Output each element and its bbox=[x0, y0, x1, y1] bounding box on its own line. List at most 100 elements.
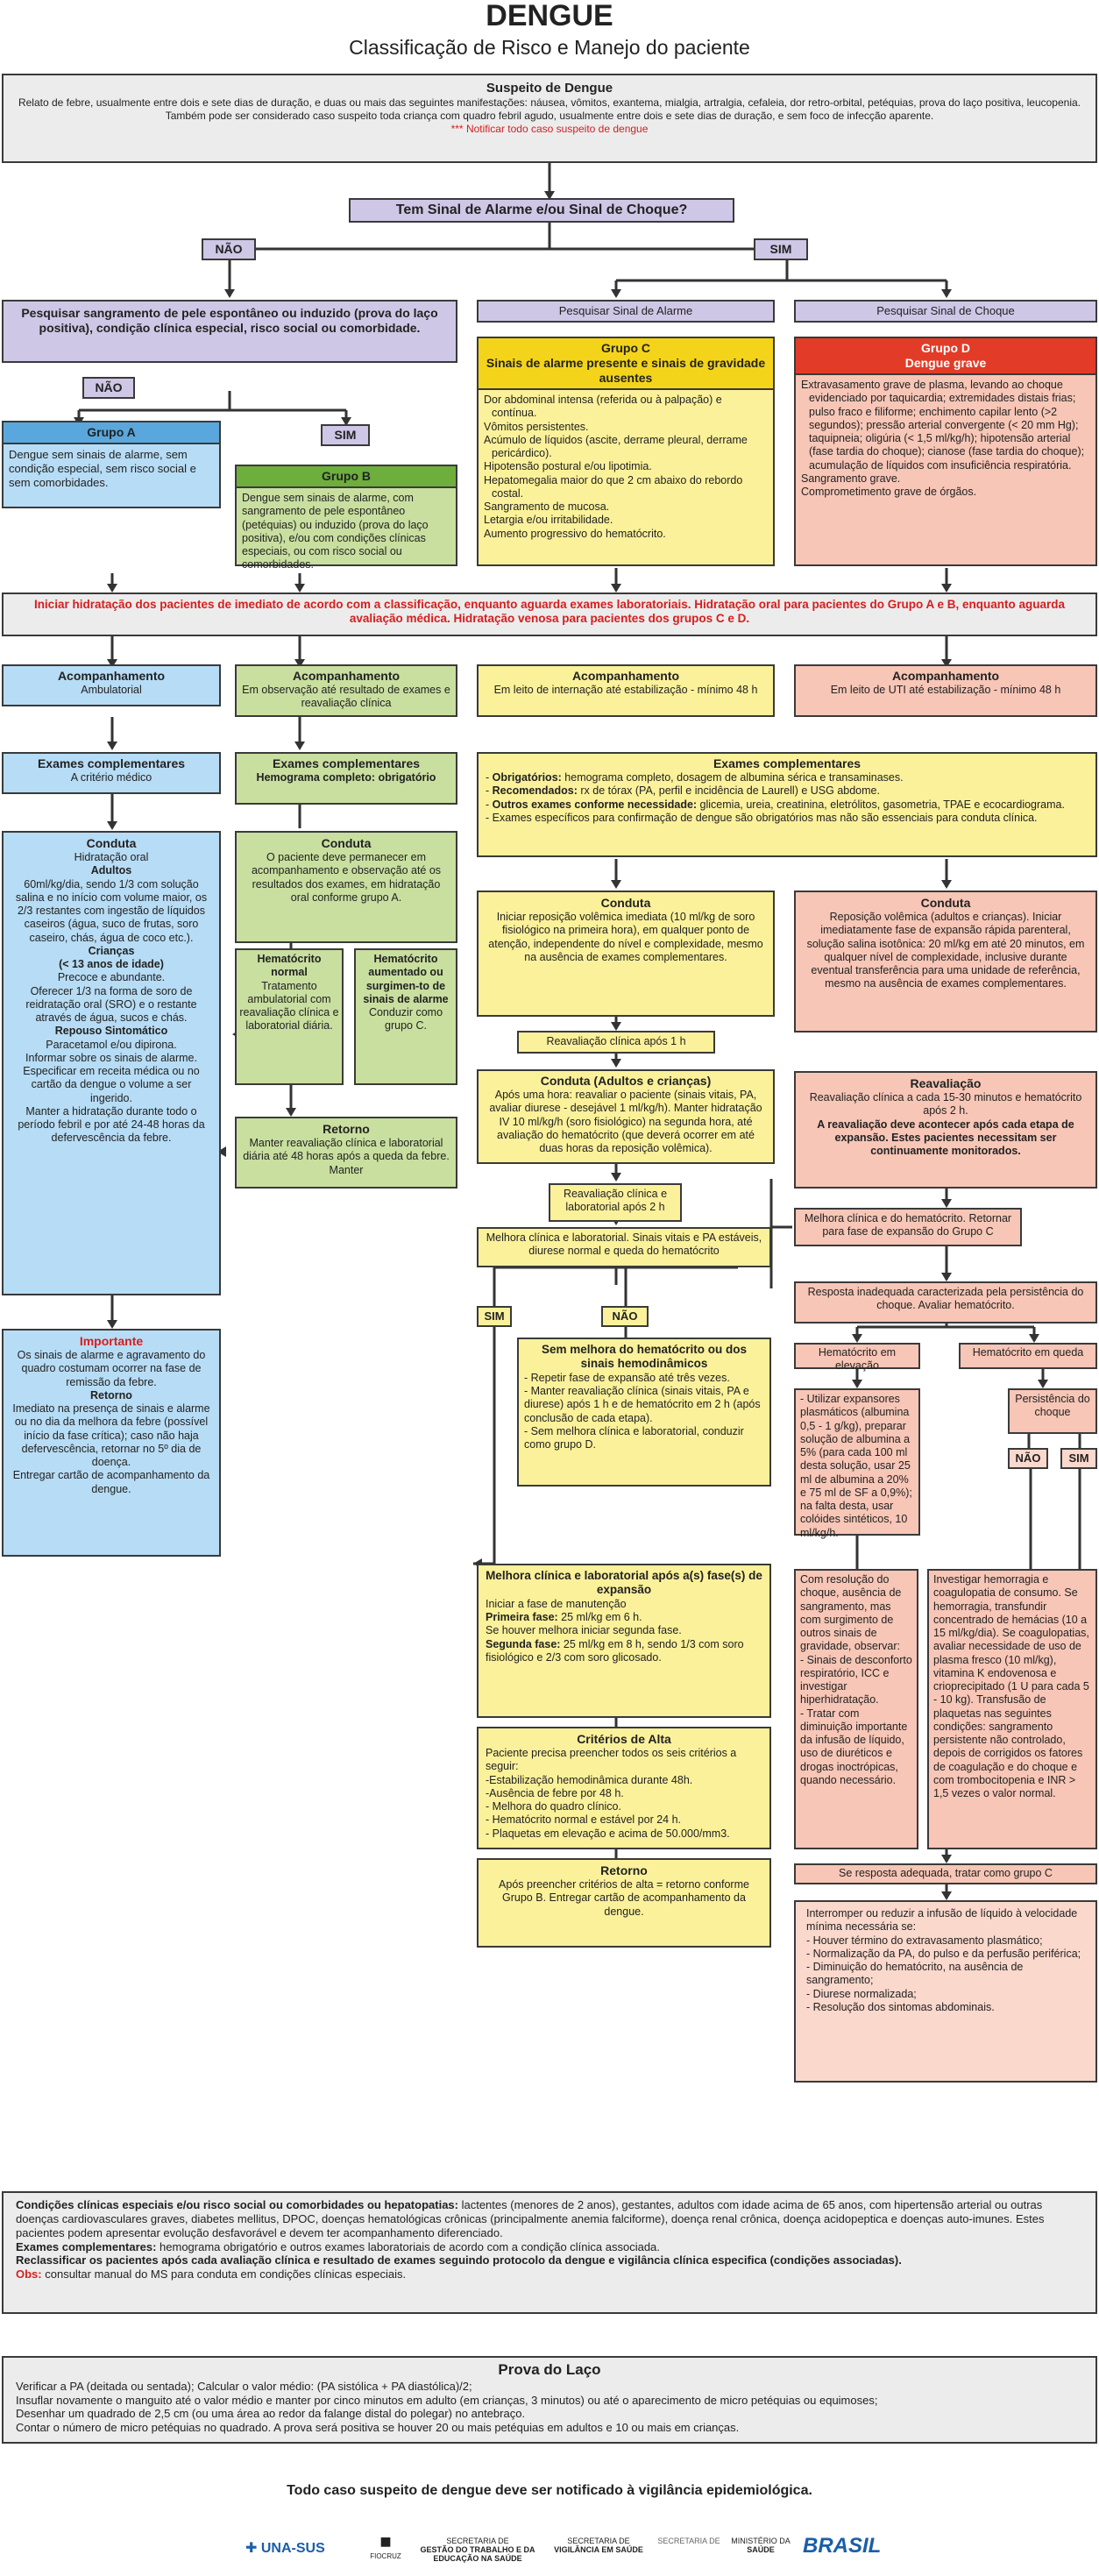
reavaliacao-2h: Reavaliação clínica e laboratorial após … bbox=[549, 1183, 682, 1222]
prova-laco-line: Contar o número de micro petéquias no qu… bbox=[16, 2421, 740, 2435]
pesquisar-alarme: Pesquisar Sinal de Alarme bbox=[477, 300, 775, 323]
answer-sim-2: SIM bbox=[321, 424, 370, 447]
sgtes-line: GESTÃO DO TRABALHO E DA bbox=[420, 2545, 535, 2554]
conduta-a-line: Precoce e abundante. bbox=[57, 971, 166, 984]
investigar-hemorragia: Investigar hemorragia e coagulopatia de … bbox=[927, 1569, 1097, 1849]
pesquisar-choque: Pesquisar Sinal de Choque bbox=[794, 300, 1097, 323]
criterios-item: -Ausência de febre por 48 h. bbox=[486, 1786, 624, 1799]
reaval-d-text: Reavaliação clínica a cada 15-30 minutos… bbox=[809, 1091, 1082, 1118]
ht-aumentado-text: Conduzir como grupo C. bbox=[368, 1006, 443, 1033]
acomp-b-text: Em observação até resultado de exames e … bbox=[242, 684, 450, 710]
obs-label: Obs: bbox=[16, 2267, 42, 2281]
exames-cd-label: Obrigatórios: bbox=[492, 771, 562, 784]
retorno-c: Retorno Após preencher critérios de alta… bbox=[477, 1858, 771, 1948]
unasus-mark-icon: ✚ bbox=[245, 2541, 258, 2556]
com-resolucao: Com resolução do choque, ausência de san… bbox=[794, 1569, 918, 1849]
answer-sim-d: SIM bbox=[1060, 1448, 1097, 1469]
hidratacao-banner: Iniciar hidratação dos pacientes de imed… bbox=[2, 593, 1097, 636]
acomp-c-text: Em leito de internação até estabilização… bbox=[493, 684, 758, 697]
condicoes-especiais: Condições clínicas especiais e/ou risco … bbox=[2, 2191, 1097, 2314]
resposta-inadequada: Resposta inadequada caracterizada pela p… bbox=[794, 1281, 1097, 1323]
retorno-b: Retorno Manter reavaliação clínica e lab… bbox=[235, 1117, 457, 1189]
grupo-c-item: Hepatomegalia maior do que 2 cm abaixo d… bbox=[484, 473, 743, 500]
ht-normal-text: Tratamento ambulatorial com reavaliação … bbox=[239, 979, 339, 1033]
reaval-d-bold: A reavaliação deve acontecer após cada e… bbox=[817, 1118, 1074, 1158]
retorno-c-title: Retorno bbox=[600, 1863, 648, 1877]
conduta-a-line: Hidratação oral bbox=[74, 851, 149, 864]
grupo-c-subtitle: Sinais de alarme presente e sinais de gr… bbox=[486, 356, 766, 386]
suspeito-title: Suspeito de Dengue bbox=[486, 81, 613, 96]
grupo-d-item: Sangramento grave. bbox=[801, 472, 901, 485]
conduta-a-heading: Adultos bbox=[90, 864, 132, 877]
se-resposta-adequada: Se resposta adequada, tratar como grupo … bbox=[794, 1863, 1097, 1884]
unasus-text: UNA-SUS bbox=[260, 2541, 325, 2556]
conduta-c2-title: Conduta (Adultos e crianças) bbox=[540, 1074, 712, 1088]
exames-text: hemograma obrigatório e outros exames la… bbox=[156, 2239, 660, 2253]
conduta-c: Conduta Iniciar reposição volêmica imedi… bbox=[477, 891, 775, 1017]
interromper-item: - Diminuição do hematócrito, na ausência… bbox=[806, 1961, 1024, 1987]
importante-text: Os sinais de alarme e agravamento do qua… bbox=[17, 1349, 206, 1388]
cartao-text: Entregar cartão de acompanhamento da den… bbox=[12, 1469, 210, 1495]
interromper-intro: Interromper ou reduzir a infusão de líqu… bbox=[806, 1907, 1078, 1934]
exames-cd-label: Recomendados: bbox=[492, 784, 578, 798]
obs-line: Obs: consultar manual do MS para conduta… bbox=[16, 2267, 1083, 2281]
svs3-logo: SECRETARIA DE bbox=[654, 2537, 724, 2545]
exames-cd-title: Exames complementares bbox=[713, 756, 861, 770]
ht-elevacao: Hematócrito em elevação bbox=[794, 1343, 920, 1372]
criterios-item: - Melhora do quadro clínico. bbox=[486, 1800, 621, 1813]
grupo-c-item: Hipotensão postural e/ou lipotimia. bbox=[484, 460, 652, 473]
svs-line: SECRETARIA DE bbox=[567, 2537, 630, 2545]
exames-cd-item: - Obrigatórios: hemograma completo, dosa… bbox=[486, 771, 904, 784]
persistencia-choque: Persistência do choque bbox=[1008, 1388, 1097, 1434]
acomp-c-title: Acompanhamento bbox=[571, 669, 680, 683]
grupo-d-item: Extravasamento grave de plasma, levando … bbox=[801, 379, 1085, 472]
grupo-b-text: Dengue sem sinais de alarme, com sangram… bbox=[242, 492, 429, 571]
acomp-d-text: Em leito de UTI até estabilização - míni… bbox=[830, 684, 1061, 697]
acomp-a-title: Acompanhamento bbox=[57, 669, 166, 683]
conduta-a-heading: Repouso Sintomático bbox=[54, 1025, 168, 1038]
conduta-c2-text: Após uma hora: reavaliar o paciente (sin… bbox=[489, 1089, 762, 1155]
exames-cd-value: Exames específicos para confirmação de d… bbox=[492, 811, 1038, 824]
melhora-clinica: Melhora clínica e laboratorial. Sinais v… bbox=[477, 1227, 771, 1267]
interromper-box: Interromper ou reduzir a infusão de líqu… bbox=[794, 1900, 1097, 2083]
expansores-box: - Utilizar expansores plasmáticos (album… bbox=[794, 1388, 920, 1539]
exames-cd-item: - Outros exames conforme necessidade: gl… bbox=[486, 798, 1065, 811]
retorno-a-text: Imediato na presença de sinais e alarme … bbox=[12, 1402, 210, 1469]
sem-melhora-text: Manter reavaliação clínica (sinais vitai… bbox=[524, 1385, 761, 1424]
ht-normal-title: Hematócrito normal bbox=[257, 953, 322, 979]
criterios-title: Critérios de Alta bbox=[577, 1732, 671, 1746]
exames-line: Exames complementares: hemograma obrigat… bbox=[16, 2240, 1083, 2254]
grupo-b-title: Grupo B bbox=[237, 466, 456, 489]
sem-melhora: Sem melhora do hematócrito ou dos sinais… bbox=[517, 1338, 771, 1487]
criterios-item: -Estabilização hemodinâmica durante 48h. bbox=[486, 1773, 693, 1786]
melhora-exp-line: Se houver melhora iniciar segunda fase. bbox=[486, 1624, 682, 1637]
criterios-intro: Paciente precisa preencher todos os seis… bbox=[486, 1747, 737, 1773]
suspeito-box: Suspeito de Dengue Relato de febre, usua… bbox=[2, 74, 1097, 163]
fase-value: 25 ml/kg em 8 h, sendo 1/3 com soro fisi… bbox=[486, 1637, 744, 1664]
sem-melhora-title: Sem melhora do hematócrito ou dos sinais… bbox=[541, 1343, 748, 1371]
grupo-a: Grupo A Dengue sem sinais de alarme, sem… bbox=[2, 421, 221, 508]
ms-line: SAÚDE bbox=[747, 2545, 775, 2554]
melhora-exp-line: Iniciar a fase de manutenção bbox=[486, 1597, 627, 1610]
interromper-item: - Houver término do extravasamento plasm… bbox=[806, 1934, 1043, 1947]
conduta-a-heading: Crianças bbox=[88, 944, 135, 957]
interromper-item: - Normalização da PA, do pulso e da perf… bbox=[806, 1947, 1081, 1960]
conduta-b: Conduta O paciente deve permanecer em ac… bbox=[235, 831, 457, 943]
interromper-item: - Resolução dos sintomas abdominais. bbox=[806, 2000, 995, 2013]
page-title: DENGUE bbox=[486, 0, 613, 32]
svs3-line: SECRETARIA DE bbox=[657, 2537, 720, 2545]
acomp-b-title: Acompanhamento bbox=[292, 669, 401, 683]
question-alarme: Tem Sinal de Alarme e/ou Sinal de Choque… bbox=[349, 198, 734, 223]
fiocruz-logo: ■FIOCRUZ bbox=[368, 2531, 403, 2561]
suspeito-text: Relato de febre, usualmente entre dois e… bbox=[18, 96, 1081, 122]
conduta-a-line: Paracetamol e/ou dipirona. bbox=[46, 1038, 177, 1051]
retorno-b-title: Retorno bbox=[323, 1122, 370, 1136]
sgtes-line: SECRETARIA DE bbox=[446, 2537, 509, 2545]
ht-queda: Hematócrito em queda bbox=[959, 1343, 1097, 1369]
condicoes-text: lactentes (menores de 2 anos), gestantes… bbox=[16, 2198, 1045, 2239]
answer-nao-2: NÃO bbox=[82, 377, 135, 400]
grupo-d-subtitle: Dengue grave bbox=[904, 356, 987, 371]
